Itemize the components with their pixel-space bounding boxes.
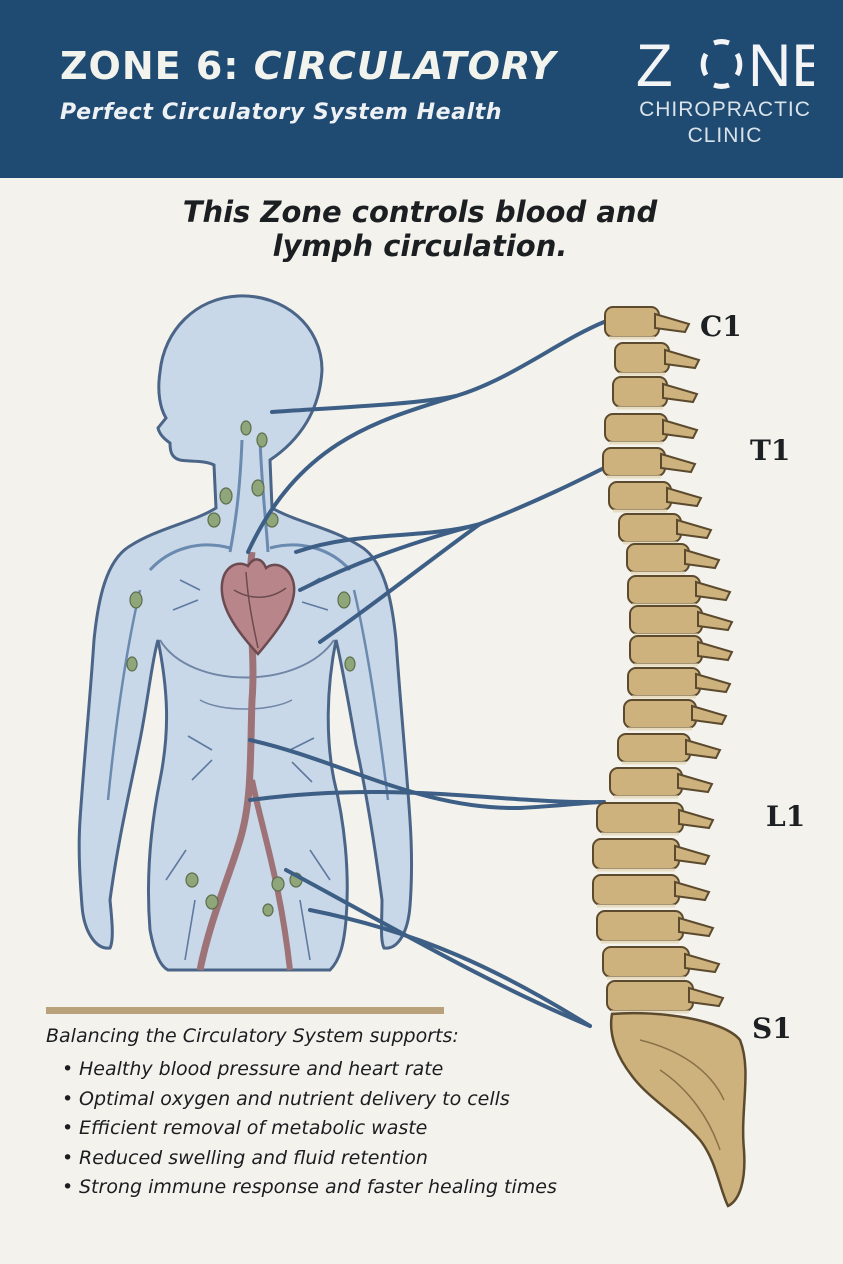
nerve-line-arm (318, 522, 482, 644)
vertebra (618, 513, 682, 543)
clinic-logo: Z NE CHIROPRACTIC CLINIC (630, 30, 820, 160)
spinous-process (674, 844, 711, 866)
benefit-item: Optimal oxygen and nutrient delivery to … (62, 1085, 562, 1115)
spinous-process (654, 312, 691, 334)
logo-wordmark: Z NE (636, 32, 814, 96)
vertebra (592, 874, 680, 906)
vertebra (612, 376, 668, 408)
spinous-process (684, 548, 721, 570)
vertebra (627, 667, 701, 697)
benefit-item: Reduced swelling and fluid retention (62, 1144, 562, 1174)
spine-label-l1: L1 (766, 800, 806, 833)
nerve-line-abdomen (248, 790, 606, 805)
spinous-process (688, 986, 725, 1008)
spinous-process (676, 518, 713, 540)
anatomy-illustration (77, 294, 747, 1208)
logo-letter-z: Z (636, 32, 673, 96)
heart-detail (233, 571, 287, 649)
vertebra (623, 699, 697, 729)
nerve-line-chest (298, 522, 482, 592)
spinous-process (697, 610, 734, 632)
accent-divider (46, 1007, 444, 1014)
neck-vessels (228, 439, 270, 553)
nerve-line-t1 (294, 464, 610, 554)
vertebra (609, 767, 683, 797)
logo-line-1: CHIROPRACTIC (639, 98, 811, 121)
logo-line-2: CLINIC (687, 124, 763, 147)
vertebra (602, 447, 666, 477)
spinous-process (678, 916, 715, 938)
header-banner: ZONE 6: CIRCULATORY Perfect Circulatory … (0, 0, 843, 178)
torso-contour (199, 699, 293, 710)
spinous-process (691, 704, 728, 726)
spinous-process (674, 880, 711, 902)
spinous-process (662, 382, 699, 404)
spinous-process (695, 580, 732, 602)
spinous-process (662, 418, 699, 440)
nerve-line-s1 (284, 868, 592, 1028)
nerve-line-pelvis (308, 908, 592, 1028)
vertebra (627, 575, 701, 605)
title-highlight: CIRCULATORY (253, 44, 557, 88)
vertebrae (592, 306, 734, 1014)
page-subtitle: Perfect Circulatory System Health (60, 100, 503, 125)
sacrum-detail (639, 1039, 725, 1151)
benefit-item: Efficient removal of metabolic waste (62, 1114, 562, 1144)
spinous-process (677, 772, 714, 794)
human-body-figure (77, 294, 413, 972)
logo-o-ring-icon (700, 39, 743, 89)
sacrum (609, 1011, 747, 1208)
nerve-connector-lines (246, 320, 610, 1028)
spinous-process (695, 672, 732, 694)
vertebra (596, 910, 684, 942)
spine-label-s1: S1 (752, 1012, 792, 1045)
vertebra (604, 413, 668, 443)
benefit-item: Strong immune response and faster healin… (62, 1173, 562, 1203)
spine-illustration (592, 306, 747, 1208)
vertebra (606, 980, 694, 1012)
spinous-process (685, 738, 722, 760)
lymph-nodes (126, 420, 356, 917)
benefits-heading: Balancing the Circulatory System support… (46, 1025, 459, 1047)
vertebra (629, 635, 703, 665)
spinous-process (660, 452, 697, 474)
spinous-process (666, 486, 703, 508)
heart-organ (220, 558, 296, 656)
vertebra (592, 838, 680, 870)
logo-letters-ne: NE (748, 32, 814, 96)
spinous-process (684, 952, 721, 974)
vertebra (626, 543, 690, 573)
spinous-process (697, 640, 734, 662)
spinous-process (678, 808, 715, 830)
vertebra (617, 733, 691, 763)
vertebra (608, 481, 672, 511)
vertebra (596, 802, 684, 834)
spine-label-c1: C1 (700, 310, 742, 343)
vertebra (602, 946, 690, 978)
benefit-item: Healthy blood pressure and heart rate (62, 1055, 562, 1085)
chest-contour (159, 639, 335, 679)
vertebra (629, 605, 703, 635)
zone-intro-text: This Zone controls blood and lymph circu… (182, 195, 658, 263)
title-prefix: ZONE 6: (60, 44, 254, 88)
benefits-list: Healthy blood pressure and heart rate Op… (62, 1055, 562, 1203)
page-title: ZONE 6: CIRCULATORY (60, 44, 556, 88)
spinous-process (664, 348, 701, 370)
vertebra (604, 306, 660, 338)
vertebra (614, 342, 670, 374)
nerve-line-neck (246, 394, 458, 554)
spine-label-t1: T1 (750, 434, 791, 467)
